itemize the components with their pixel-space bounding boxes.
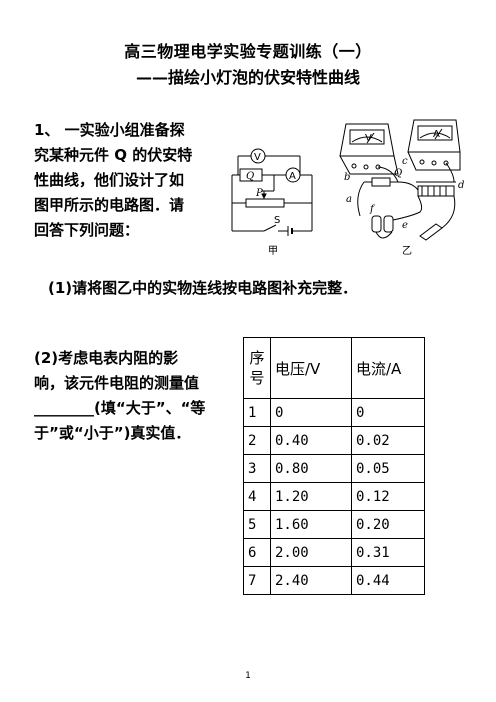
figure-caption-jia: 甲 — [268, 246, 278, 257]
sub-question-2: (2)考虑电表内阻的影 响，该元件电阻的测量值 ________(填“大于”、“… — [34, 349, 206, 442]
voltmeter-device — [339, 123, 395, 157]
element-q-device-label: Q — [394, 168, 402, 179]
cell-voltage: 0.80 — [270, 454, 352, 483]
wire-label-f: f — [369, 204, 376, 215]
wire-label-d: d — [458, 180, 464, 191]
header-index: 序 号 — [243, 337, 271, 399]
circuit-diagram-jia: V Q A P S 甲 — [231, 148, 313, 257]
voltmeter-label: V — [254, 152, 261, 163]
element-q-label: Q — [246, 171, 254, 182]
cell-index: 2 — [243, 426, 271, 455]
cell-current: 0.20 — [351, 510, 425, 539]
cell-current: 0 — [351, 398, 425, 427]
voltmeter-device-label: V — [365, 133, 372, 144]
figure-caption-yi: 乙 — [402, 245, 412, 257]
switch-label: S — [274, 215, 280, 226]
question-number: 1、 — [34, 121, 60, 139]
cell-current: 0.02 — [351, 426, 425, 455]
rheostat-symbol — [245, 198, 285, 208]
wire-label-a: a — [346, 194, 352, 205]
cell-index: 7 — [243, 566, 271, 595]
cell-current: 0.44 — [351, 566, 425, 595]
cell-index: 4 — [243, 482, 271, 511]
wire-label-c: c — [402, 156, 408, 167]
ammeter-device — [407, 119, 461, 153]
header-current: 电流/A — [351, 337, 425, 399]
cell-voltage: 2.00 — [270, 538, 352, 567]
cell-voltage: 1.60 — [270, 510, 352, 539]
cell-index: 5 — [243, 510, 271, 539]
cell-current: 0.31 — [351, 538, 425, 567]
cell-index: 3 — [243, 454, 271, 483]
rheostat-label: P — [255, 188, 263, 199]
cell-voltage: 1.20 — [270, 482, 352, 511]
battery-device-1 — [371, 215, 382, 233]
battery-device-2 — [383, 215, 394, 233]
cell-voltage: 0 — [270, 398, 352, 427]
element-q-device — [371, 177, 391, 187]
page-number: 1 — [245, 671, 251, 681]
table-header-row: 序 号 电压/V 电流/A — [243, 337, 425, 399]
cell-voltage: 2.40 — [270, 566, 352, 595]
wire-label-e: e — [402, 220, 408, 231]
question-1: 1、 一实验小组准备探 究某种元件 Q 的伏安特 性曲线，他们设计了如 图甲所示… — [34, 118, 230, 243]
cell-current: 0.05 — [351, 454, 425, 483]
header-voltage: 电压/V — [270, 337, 352, 399]
switch-device — [419, 223, 443, 241]
cell-index: 6 — [243, 538, 271, 567]
page-title: 高三物理电学实验专题训练（一） — [124, 42, 372, 61]
ammeter-label: A — [289, 171, 296, 182]
switch-symbol — [263, 224, 277, 232]
cell-voltage: 0.40 — [270, 426, 352, 455]
apparatus-diagram-yi: V A a b c d e f Q 乙 — [339, 119, 464, 257]
question-1-text: 一实验小组准备探 究某种元件 Q 的伏安特 性曲线，他们设计了如 图甲所示的电路… — [34, 121, 193, 239]
rheostat-device — [417, 185, 455, 197]
cell-current: 0.12 — [351, 482, 425, 511]
sub-question-1: (1)请将图乙中的实物连线按电路图补充完整． — [48, 279, 358, 297]
ammeter-device-label: A — [433, 129, 440, 140]
cell-index: 1 — [243, 398, 271, 427]
wire-label-b: b — [344, 172, 350, 183]
page-subtitle: ——描绘小灯泡的伏安特性曲线 — [135, 68, 360, 87]
